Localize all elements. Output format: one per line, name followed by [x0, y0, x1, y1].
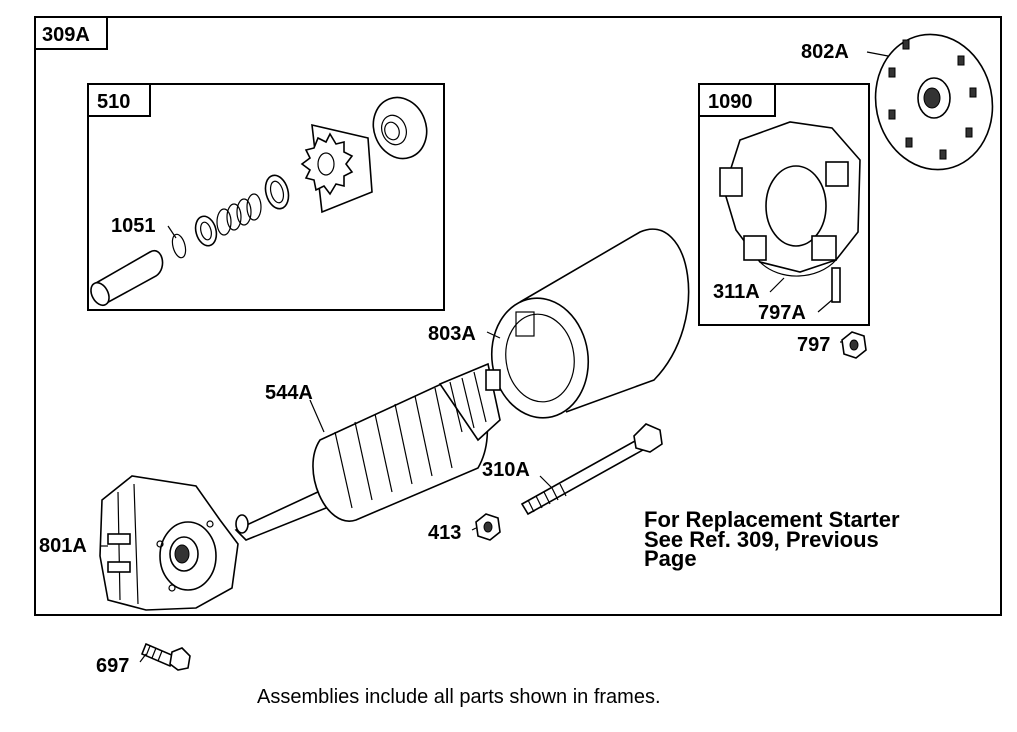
frame-510-tag: [87, 83, 151, 117]
nut-797: [841, 331, 867, 359]
armature-544a: [234, 362, 501, 541]
footer-note: Assemblies include all parts shown in fr…: [257, 686, 661, 708]
frame-1090-tag: [698, 83, 776, 117]
motor-housing-803a: [490, 228, 690, 419]
label-310a: 310A: [482, 459, 530, 481]
label-1051: 1051: [111, 215, 156, 237]
frame-1090-label: 1090: [708, 91, 753, 113]
nut-413: [475, 513, 501, 541]
label-697: 697: [96, 655, 129, 677]
label-413: 413: [428, 522, 461, 544]
frame-510-label: 510: [97, 91, 130, 113]
drive-spring: [216, 193, 262, 236]
label-797: 797: [797, 334, 830, 356]
frame-309a-tag: [34, 16, 108, 50]
brush-holder-assembly: [719, 121, 861, 303]
note-line-3: Page: [644, 546, 697, 571]
mounting-bracket-801a: [99, 475, 239, 611]
note-line-2: See Ref. 309, Previous: [644, 527, 879, 552]
drive-cap: [372, 96, 428, 160]
label-802a: 802A: [801, 41, 849, 63]
label-797a: 797A: [758, 302, 806, 324]
label-544a: 544A: [265, 382, 313, 404]
frame-309a-label: 309A: [42, 24, 90, 46]
frame-510: [87, 83, 445, 311]
label-801a: 801A: [39, 535, 87, 557]
pinion-gear: [300, 123, 373, 214]
frame-1090: [698, 83, 870, 326]
drive-sleeve: [90, 249, 164, 307]
frame-309a: [34, 16, 1002, 616]
label-311a: 311A: [713, 281, 760, 303]
label-803a: 803A: [428, 323, 476, 345]
spring-retainer: [194, 215, 218, 247]
through-bolt-310a: [520, 423, 663, 516]
end-plate-802a: [874, 33, 994, 171]
leader-lines: [100, 51, 889, 663]
note-line-1: For Replacement Starter: [644, 507, 900, 532]
retaining-ring-1051: [171, 233, 187, 259]
bolt-697: [140, 642, 191, 671]
stop-collar: [264, 174, 290, 210]
